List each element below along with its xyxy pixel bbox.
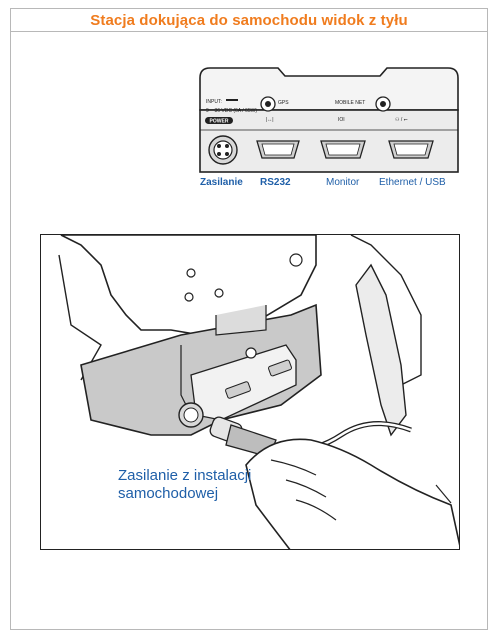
power-label: POWER: [210, 119, 229, 125]
input-label: INPUT:: [206, 99, 222, 105]
ethernet-usb-connector: [388, 140, 434, 159]
dock-rear-panel: [199, 67, 459, 111]
port-label-rs232: RS232: [260, 177, 291, 188]
title-bar: Stacja dokująca do samochodu widok z tył…: [11, 9, 487, 32]
port-label-monitor: Monitor: [326, 177, 360, 188]
rear-panel-drawing: INPUT: 9 ~ 36 VDC (6A / 65W) POWER GPS |…: [199, 67, 459, 173]
voltage-label: 9 ~ 36 VDC (6A / 65W): [206, 108, 257, 114]
monitor-connector: [320, 140, 366, 159]
port-label-zasilanie: Zasilanie: [200, 177, 243, 188]
page-title: Stacja dokująca do samochodu widok z tył…: [90, 11, 408, 29]
port-label-ethernet-usb: Ethernet / USB: [379, 177, 446, 188]
ethernet-usb-icon: ⚇ / ⭠: [395, 117, 408, 123]
illustration-caption: Zasilanie z instalacji samochodowej: [118, 467, 252, 502]
mobile-net-label: MOBILE NET: [335, 100, 365, 106]
dc-symbol: [226, 99, 238, 101]
monitor-icon: IOI: [338, 117, 345, 123]
hand: [245, 438, 459, 549]
power-badge: [205, 117, 233, 124]
mount-bracket: [355, 263, 407, 437]
dock-illustration: [40, 234, 460, 550]
rs232-icon: |↔|: [266, 117, 274, 123]
rs232-connector: [256, 140, 300, 159]
gps-label: GPS: [278, 100, 289, 106]
